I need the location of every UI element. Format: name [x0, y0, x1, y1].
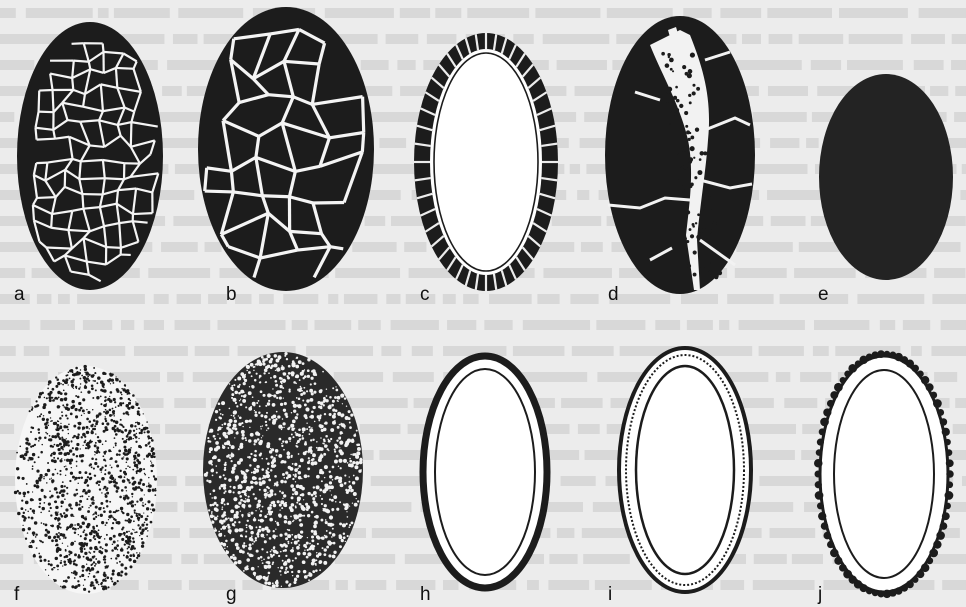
egg-i-granular-wall: [619, 348, 751, 592]
label-i: i: [608, 584, 612, 605]
label-e: e: [818, 284, 829, 305]
label-a: a: [14, 284, 25, 305]
egg-f-fine-stipple: [14, 365, 157, 594]
egg-e-smooth: [819, 74, 953, 280]
egg-a-fine-reticulate: [17, 22, 163, 290]
label-j: j: [817, 584, 822, 605]
egg-b-coarse-reticulate: [198, 7, 374, 291]
label-d: d: [608, 284, 619, 305]
egg-j-beaded-wall: [814, 350, 954, 598]
label-f: f: [14, 584, 20, 605]
egg-d-cracked: [605, 16, 755, 294]
egg-h-thick-wall: [423, 356, 547, 588]
label-h: h: [420, 584, 431, 605]
egg-c-segmented-wall: [414, 33, 558, 291]
label-g: g: [226, 584, 237, 605]
egg-g-dense-stipple: [203, 352, 363, 588]
label-c: c: [420, 284, 430, 305]
label-b: b: [226, 284, 237, 305]
